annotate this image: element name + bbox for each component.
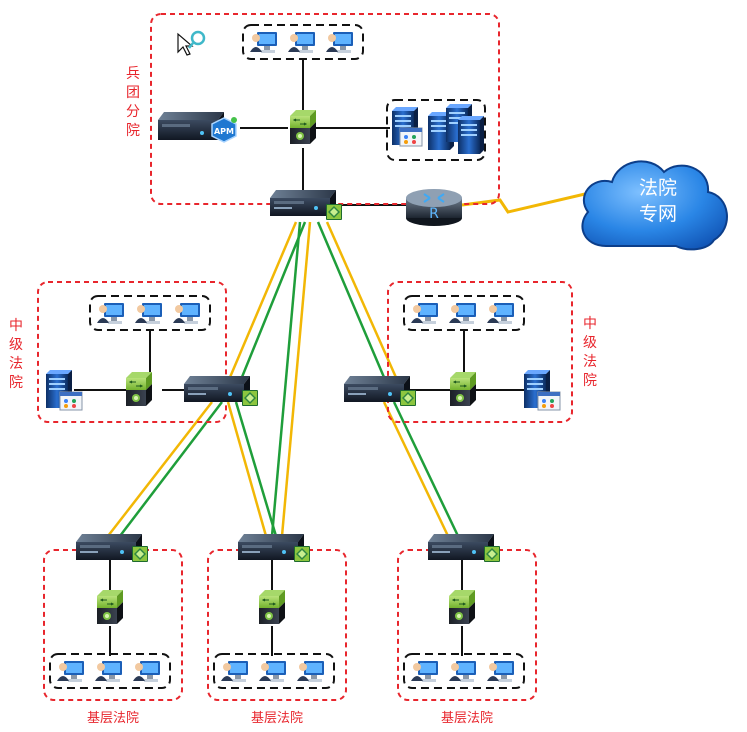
link-core-midleft-green [238,221,307,383]
region-mid-right [387,281,573,423]
basic1-label: 基层法院 [87,711,139,726]
midright-label: 中 级 法 院 [583,316,597,389]
basic2-user-group [214,654,334,688]
basic1-user-group [50,654,170,688]
basic2-access-switch [258,589,286,625]
apm-appliance [158,112,224,140]
router-icon: R [406,189,462,226]
router-letter: R [429,206,439,222]
link-midleft-basic2-green [234,401,278,537]
link-core-midright-green [316,221,388,383]
midleft-label-char: 中 [9,318,23,334]
midright-label-char: 院 [583,373,597,389]
link-core-basic2-green [270,221,302,537]
basic2-label: 基层法院 [251,711,303,726]
bingtuan-user-group [243,25,363,59]
basic3-label: 基层法院 [441,711,493,726]
bingtuan-label-char: 分 [126,104,140,120]
midright-label-char: 法 [583,354,597,370]
midleft-label: 中 级 法 院 [9,318,23,391]
bingtuan-access-switch [289,109,317,145]
basic2-core-switch [238,534,310,562]
cursor-icon [177,30,206,56]
basic3-user-group [404,654,524,688]
midright-agg-switch [344,376,416,406]
cloud-icon: 法院 专网 [581,160,728,251]
bingtuan-label-char: 院 [126,123,140,139]
midright-server [524,370,561,411]
midleft-label-char: 院 [9,375,23,391]
basic1-access-switch [96,589,124,625]
bingtuan-server-group [386,99,486,161]
region-mid-left [37,281,227,423]
link-midright-basic3-yellow [382,401,450,537]
basic3-access-switch [448,589,476,625]
basic1-core-switch [76,534,148,562]
bingtuan-core-switch [270,190,342,220]
cloud-label-line1: 法院 [639,177,677,199]
midleft-user-group [90,296,210,330]
midleft-label-char: 级 [9,337,23,353]
midright-user-group [404,296,524,330]
cloud-label-line2: 专网 [639,203,677,225]
link-router-to-cloud [461,192,586,214]
midright-access-switch [449,371,477,407]
link-midright-basic3-green [392,401,460,537]
apm-badge-label: APM [214,127,234,136]
midright-label-char: 中 [583,316,597,332]
link-midleft-basic1-yellow [107,401,213,537]
basic3-core-switch [428,534,500,562]
link-core-midright-yellow [325,221,400,383]
midleft-access-switch [125,371,153,407]
bingtuan-label-char: 团 [126,85,140,101]
apm-badge-icon: APM [211,117,237,143]
bingtuan-label-char: 兵 [126,66,140,82]
link-core-basic2-yellow [280,221,312,537]
link-midleft-basic1-green [119,401,223,537]
bingtuan-label: 兵 团 分 院 [126,66,140,139]
midright-label-char: 级 [583,335,597,351]
midleft-agg-switch [184,376,258,406]
links [74,60,586,656]
link-midleft-basic2-yellow [226,401,268,537]
link-core-midleft-yellow [226,221,298,383]
midleft-label-char: 法 [9,356,23,372]
